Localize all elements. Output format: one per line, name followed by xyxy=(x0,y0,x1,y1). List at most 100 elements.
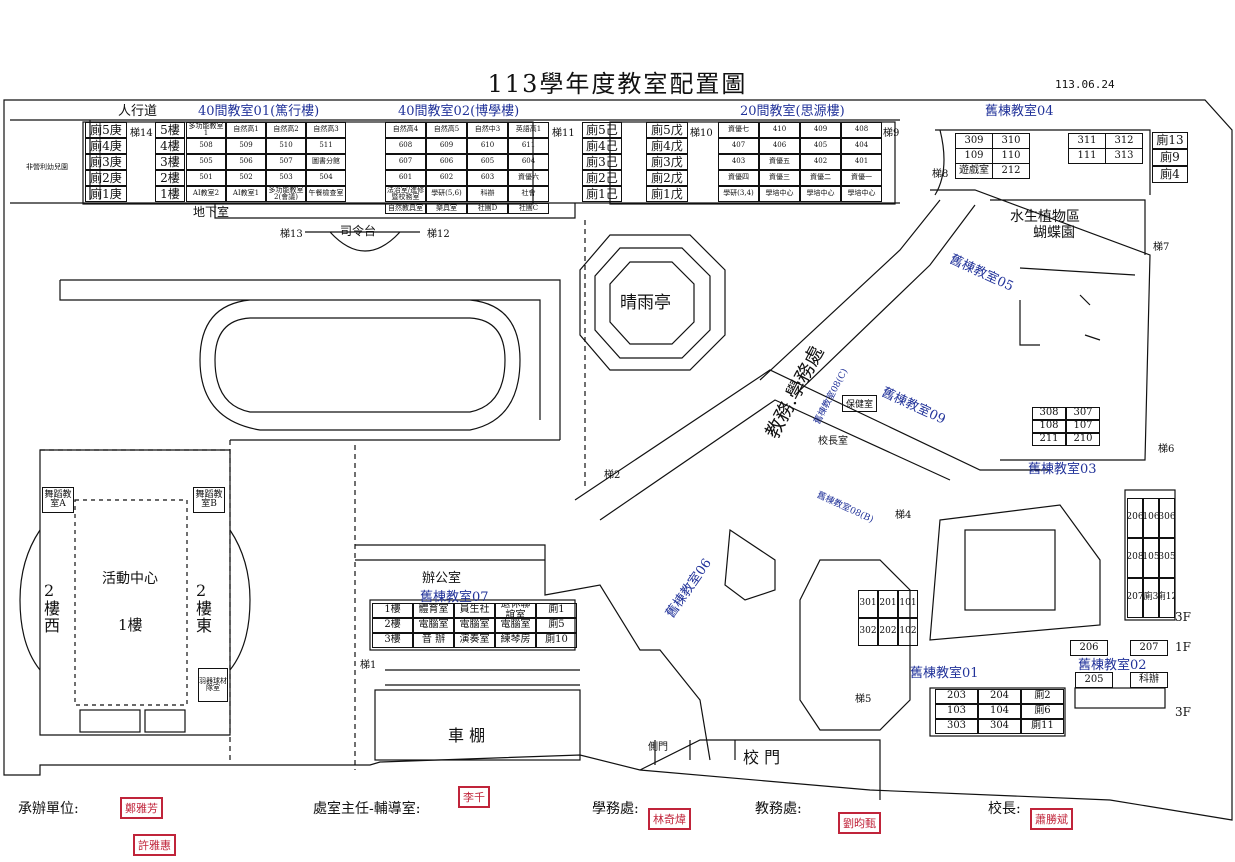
room-cell: 英語高1 xyxy=(508,122,549,138)
room-cell: 1樓 xyxy=(372,603,413,618)
stair-4-label: 梯4 xyxy=(895,510,912,521)
stamp-host-2: 許雅惠 xyxy=(133,834,176,856)
room-cell: 4樓 xyxy=(155,138,185,154)
room-cell: 廁3己 xyxy=(582,154,622,170)
room-cell: 601 xyxy=(385,170,426,186)
room-cell: 505 xyxy=(186,154,226,170)
room-cell: 廁1 xyxy=(536,603,577,618)
room-cell: 廁4己 xyxy=(582,138,622,154)
sign-principal-label: 校長: xyxy=(988,801,1021,817)
room: 312 xyxy=(1105,133,1143,149)
room-cell: 409 xyxy=(800,122,841,138)
room-cell: 408 xyxy=(841,122,882,138)
side-gate-label: 側門 xyxy=(648,742,668,753)
sign-teaching-affairs-label: 教務處: xyxy=(755,801,802,817)
left-toilet-column: 廁5庚廁4庚廁3庚廁2庚廁1庚 xyxy=(85,122,127,202)
room: 310 xyxy=(992,133,1030,149)
room-cell: 611 xyxy=(508,138,549,154)
room-cell: 202 xyxy=(878,618,898,646)
room-cell: 203 xyxy=(935,689,978,704)
room-cell: 學培中心 xyxy=(759,186,800,202)
stair-13-label: 梯13 xyxy=(280,229,303,240)
room-cell: 204 xyxy=(978,689,1021,704)
health-room-label: 保健室 xyxy=(842,395,878,412)
room-cell: 音 辦 xyxy=(413,633,454,648)
room: 111 xyxy=(1068,148,1106,164)
dance-room-a: 舞蹈教室A xyxy=(42,487,74,513)
room-cell: 學培中心 xyxy=(841,186,882,202)
room-cell: 405 xyxy=(800,138,841,154)
floor-1f-label: 1F xyxy=(1175,640,1191,654)
sign-host-label: 承辦單位: xyxy=(18,801,79,817)
room-cell: 610 xyxy=(467,138,508,154)
stamp-student-affairs: 林奇煒 xyxy=(648,808,691,830)
room-cell: 學研(5,6) xyxy=(426,186,467,202)
room-cell: 608 xyxy=(385,138,426,154)
old-building-03-label: 舊棟教室03 xyxy=(1028,462,1097,477)
building-siyuan-label: 20間教室(思源樓) xyxy=(740,104,845,119)
room-cell: 308 xyxy=(1032,407,1066,420)
room-cell: 電腦室 xyxy=(454,618,495,633)
room-cell: 演奏室 xyxy=(454,633,495,648)
mid-toilet-column: 廁5己廁4己廁3己廁2己廁1己 xyxy=(582,122,622,202)
floor-3f-label-lower: 3F xyxy=(1175,705,1191,719)
room-cell: 305 xyxy=(1159,538,1175,578)
room-cell: 206 xyxy=(1127,498,1143,538)
stamp-principal: 蕭勝斌 xyxy=(1030,808,1073,830)
toilet: 廁9 xyxy=(1152,149,1188,166)
building-02-label: 40間教室02(博學樓) xyxy=(398,104,520,119)
room-cell: 廁3 xyxy=(1143,578,1159,618)
room-cell: 廁1庚 xyxy=(85,186,127,202)
room-cell: 自然高3 xyxy=(306,122,346,138)
room-cell: 退休聯誼室 xyxy=(495,603,536,618)
room: 遊戲室 xyxy=(955,163,993,179)
stamp-host: 鄭雅芳 xyxy=(120,797,163,819)
room-cell: 廁2庚 xyxy=(85,170,127,186)
room-cell: 樂具室 xyxy=(426,203,467,214)
room-cell: 廁6 xyxy=(1021,704,1064,719)
main-gate-label: 校 門 xyxy=(743,748,781,767)
stair-6-label: 梯6 xyxy=(1158,444,1175,455)
map-date: 113.06.24 xyxy=(1055,78,1115,91)
room: 309 xyxy=(955,133,993,149)
room: 109 xyxy=(955,148,993,164)
room-cell: 302 xyxy=(858,618,878,646)
room-cell: 資優四 xyxy=(718,170,759,186)
room-cell: 609 xyxy=(426,138,467,154)
room-cell: 104 xyxy=(978,704,1021,719)
room-cell: 社團C xyxy=(508,203,549,214)
old-building-04-label: 舊棟教室04 xyxy=(985,104,1054,119)
room: 206 xyxy=(1070,640,1108,656)
stair-5-label: 梯5 xyxy=(855,694,872,705)
toilet: 廁4 xyxy=(1152,166,1188,183)
old-building-01-label: 舊棟教室01 xyxy=(910,666,979,681)
room-cell: 多功能教室2(會議) xyxy=(266,186,306,202)
room-cell: 廁3戊 xyxy=(646,154,688,170)
old-building-02-label: 舊棟教室02 xyxy=(1078,658,1147,673)
room-cell: 606 xyxy=(426,154,467,170)
room-cell: 廁2己 xyxy=(582,170,622,186)
stair-11-label: 梯11 xyxy=(552,128,575,139)
basement-label: 地下室 xyxy=(193,205,230,219)
room-cell: 自然高1 xyxy=(226,122,266,138)
room-cell: 402 xyxy=(800,154,841,170)
room-cell: 604 xyxy=(508,154,549,170)
room-cell: 廁1戊 xyxy=(646,186,688,202)
butterfly-label: 蝴蝶園 xyxy=(1033,225,1075,241)
activity-center-floor: 1樓 xyxy=(118,616,143,634)
room-cell: 210 xyxy=(1066,433,1100,446)
room-cell: 體育室 xyxy=(413,603,454,618)
activity-center-west: 2樓西 xyxy=(44,581,61,636)
room-cell: 301 xyxy=(858,590,878,618)
office-label: 辦公室 xyxy=(422,571,462,586)
stair-8-label: 梯8 xyxy=(932,169,949,180)
room-cell: 507 xyxy=(266,154,306,170)
pavilion-label: 晴雨亭 xyxy=(620,293,671,313)
old04-toilets: 廁13 廁9 廁4 xyxy=(1152,132,1188,183)
room-cell: 406 xyxy=(759,138,800,154)
